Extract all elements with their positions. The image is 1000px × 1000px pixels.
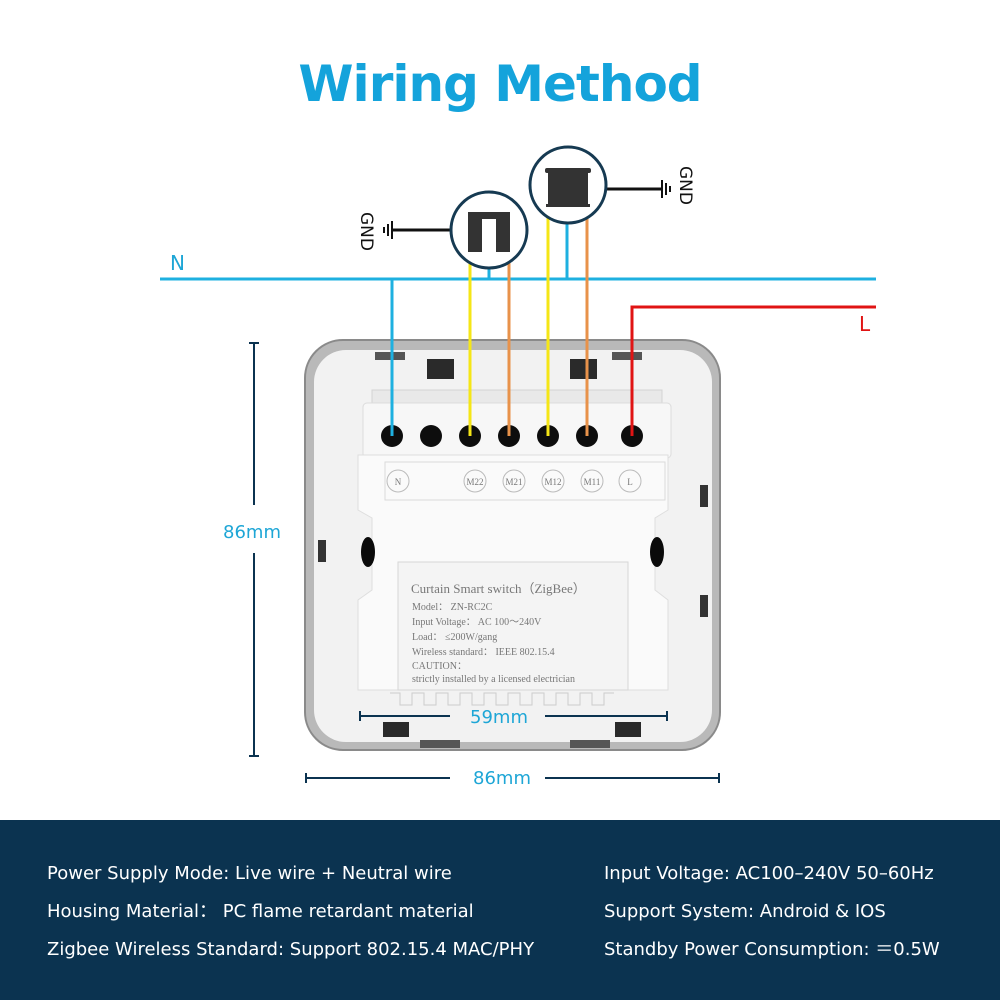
spec-power-supply: Power Supply Mode: Live wire + Neutral w…: [47, 863, 452, 884]
plate-line-7: strictly installed by a licensed electri…: [412, 674, 575, 685]
terminal-label-m11: M11: [584, 477, 601, 487]
ground-symbol-right-icon: [661, 180, 671, 198]
spec-standby-power: Standby Power Consumption: ＝0.5W: [604, 939, 940, 960]
terminal-label-m12: M12: [544, 477, 561, 487]
page-title: Wiring Method: [298, 55, 702, 113]
dimension-height: [249, 342, 259, 757]
curtain-motor: [383, 190, 529, 270]
roller-blind-icon: [545, 168, 591, 207]
plate-line-2: Model： ZN-RC2C: [412, 602, 493, 613]
terminal-label-m21: M21: [505, 477, 522, 487]
ground-symbol-left-icon: [383, 221, 393, 239]
terminal-screw-empty: [420, 425, 442, 447]
roller-blind-motor: [528, 145, 671, 225]
plate-line-5: Wireless standard： IEEE 802.15.4: [412, 647, 555, 658]
dimension-inner-width-label: 59mm: [470, 707, 528, 728]
dimension-width-label: 86mm: [473, 768, 531, 789]
plate-line-4: Load： ≤200W/gang: [412, 632, 497, 643]
curtain-motor-icon: [468, 212, 510, 252]
plate-line-1: Curtain Smart switch（ZigBee）: [411, 581, 586, 596]
spec-housing-material: Housing Material： PC flame retardant mat…: [47, 901, 474, 922]
gnd-right-label: GND: [675, 166, 695, 205]
dimension-inner-width: [359, 711, 668, 721]
spec-zigbee-standard: Zigbee Wireless Standard: Support 802.15…: [47, 939, 535, 960]
specs-right-column: Input Voltage: AC100–240V 50–60Hz Suppor…: [604, 860, 940, 974]
spec-input-voltage: Input Voltage: AC100–240V 50–60Hz: [604, 863, 934, 884]
neutral-label: N: [170, 251, 185, 275]
terminal-labels: N M22 M21 M12 M11 L: [386, 469, 642, 493]
terminal-label-l: L: [627, 477, 633, 487]
label-plate: Curtain Smart switch（ZigBee） Model： ZN-R…: [390, 581, 614, 706]
live-wire: [630, 305, 876, 436]
terminal-label-m22: M22: [466, 477, 483, 487]
plate-line-6: CAUTION：: [412, 661, 467, 672]
live-label: L: [859, 312, 871, 336]
wires: [160, 216, 876, 436]
dimension-width: [305, 773, 720, 783]
spec-support-system: Support System: Android & IOS: [604, 901, 886, 922]
dimension-height-label: 86mm: [223, 522, 281, 543]
terminal-label-n: N: [395, 477, 402, 487]
specs-footer: Power Supply Mode: Live wire + Neutral w…: [0, 820, 1000, 1000]
plate-line-3: Input Voltage： AC 100～240V: [412, 617, 542, 628]
switch-body: [304, 339, 721, 751]
gnd-left-label: GND: [356, 212, 376, 251]
wiring-diagram: N M22 M21 M12 M11 L Curtain Smart switch…: [160, 145, 876, 789]
specs-left-column: Power Supply Mode: Live wire + Neutral w…: [47, 860, 534, 974]
